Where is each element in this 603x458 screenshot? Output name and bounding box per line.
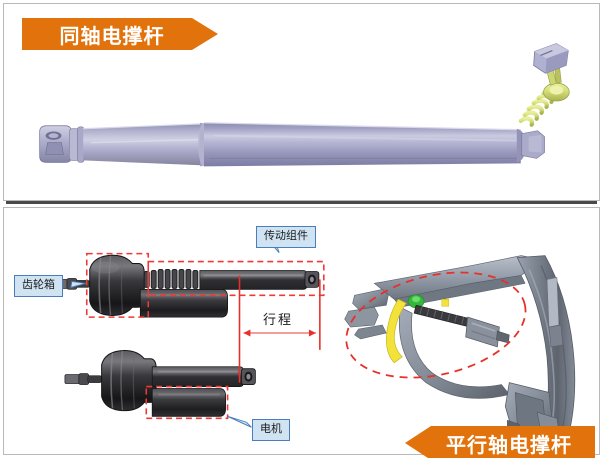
callout-leaders: [70, 235, 280, 428]
accent-yellow-chip: [441, 299, 450, 307]
drive-housing: [465, 316, 500, 348]
transmission-highlight-box: [147, 260, 325, 297]
gearbox-leader-tail: [70, 280, 86, 288]
spring-stem: [544, 57, 562, 86]
callout-motor: 电机: [252, 419, 290, 441]
stroke-dimension: [238, 275, 321, 383]
dimension-stroke-text: 行程: [263, 312, 294, 327]
strut-main-body: [203, 122, 521, 167]
callout-transmission-label: 传动组件: [264, 230, 308, 242]
coil-spring: [518, 88, 559, 127]
banner-coaxial-strut: 同轴电撑杆: [22, 18, 218, 50]
callout-transmission: 传动组件: [256, 226, 316, 248]
spindle-highlight-ellipse: [345, 271, 527, 379]
left-clevis-joint: [39, 125, 85, 163]
parallel-axis-assembly-illustration: [344, 255, 576, 451]
motor-highlight-box: [145, 385, 229, 420]
spring-collar: [543, 82, 570, 102]
callout-motor-label: 电机: [260, 423, 282, 435]
lead-screw-coils: [143, 269, 199, 289]
bottom-panel: 传动组件 齿轮箱 电机 行程 平行轴电撑杆: [3, 207, 600, 458]
strut-inner-tube: [83, 123, 205, 166]
panel-divider: [6, 201, 597, 204]
gearbox-highlight-box: [85, 252, 150, 318]
strut-retracted-view: [64, 350, 256, 417]
vertical-support-arm: [516, 255, 576, 443]
banner-parallel-strut: 平行轴电撑杆: [405, 426, 595, 458]
accent-yellow-arm: [385, 298, 407, 364]
accent-green-pivot: [407, 294, 425, 309]
strut-shoulder-ring: [198, 122, 210, 167]
spindle-threaded-rod: [413, 304, 472, 328]
strut-extended-view: [52, 254, 320, 318]
banner-coaxial-label: 同轴电撑杆: [59, 25, 165, 48]
callout-gearbox: 齿轮箱: [14, 275, 63, 297]
connector-bracket: [533, 43, 569, 74]
callout-gearbox-label: 齿轮箱: [22, 279, 55, 291]
top-panel: 同轴电撑杆: [3, 3, 600, 201]
right-end-cap: [516, 128, 545, 163]
banner-parallel-label: 平行轴电撑杆: [446, 434, 572, 457]
dimension-label-stroke: 行程: [263, 309, 293, 328]
motor-leader-tail: [227, 415, 252, 428]
